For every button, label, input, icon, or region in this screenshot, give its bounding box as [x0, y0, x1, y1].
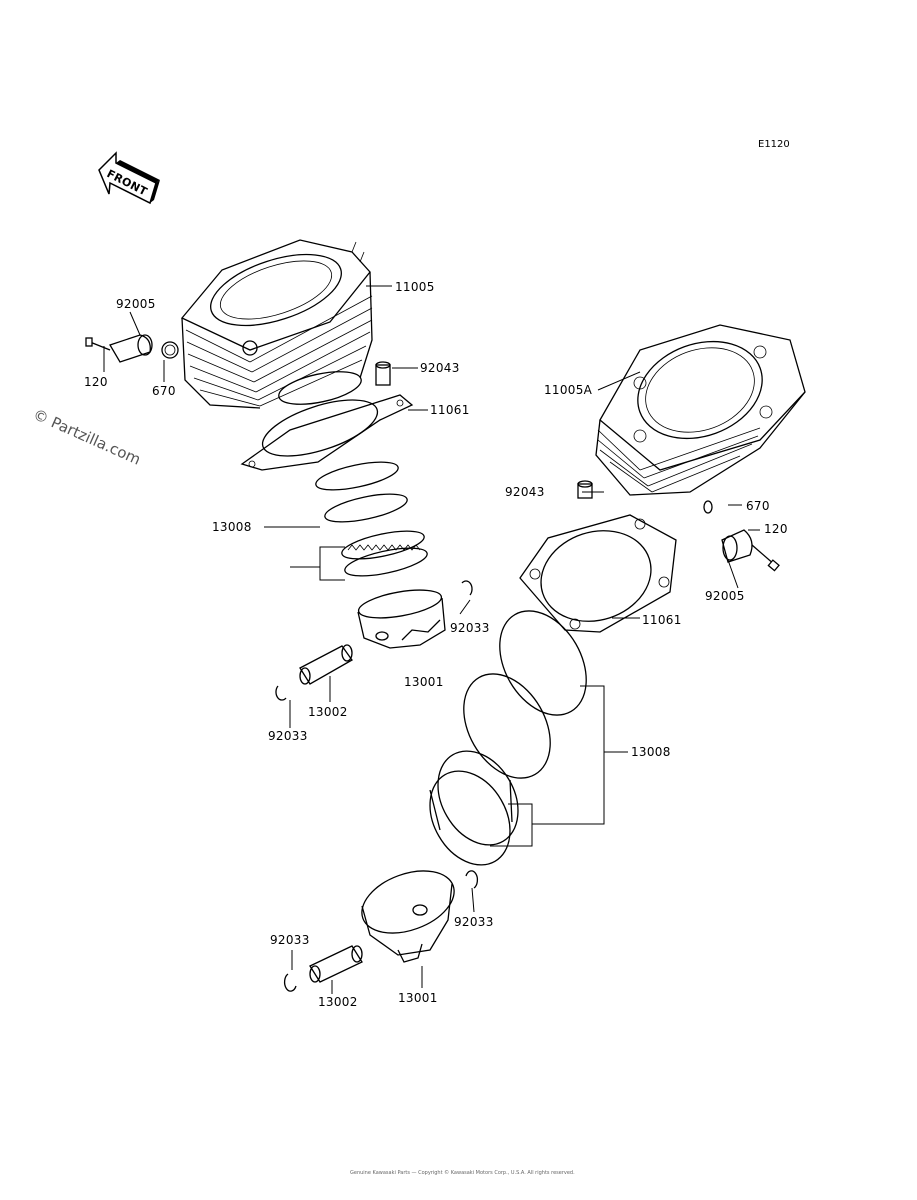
label-92005-left[interactable]: 92005	[116, 297, 156, 311]
front-cylinder-drawing	[180, 239, 373, 409]
label-670-right[interactable]: 670	[746, 499, 770, 513]
label-11005a[interactable]: 11005A	[544, 383, 593, 397]
label-92005-right[interactable]: 92005	[705, 589, 745, 603]
label-92033-a[interactable]: 92033	[450, 621, 490, 635]
label-13002-right[interactable]: 13002	[318, 995, 358, 1009]
label-92033-b[interactable]: 92033	[268, 729, 308, 743]
rear-cylinder-drawing	[595, 324, 806, 496]
leader-lines	[103, 285, 760, 994]
watermark: © Partzilla.com	[30, 405, 143, 469]
rear-fitting-drawing	[703, 500, 780, 572]
label-13008-left[interactable]: 13008	[212, 520, 252, 534]
label-92033-c[interactable]: 92033	[454, 915, 494, 929]
rear-dowel-drawing	[577, 480, 593, 499]
label-120-left[interactable]: 120	[84, 375, 108, 389]
label-11061-left[interactable]: 11061	[430, 403, 470, 417]
front-fitting-drawing	[85, 334, 179, 363]
label-670-left[interactable]: 670	[152, 384, 176, 398]
label-13002-left[interactable]: 13002	[308, 705, 348, 719]
label-11005[interactable]: 11005	[395, 280, 435, 294]
label-13001-right[interactable]: 13001	[398, 991, 438, 1005]
rear-piston-drawing	[361, 870, 455, 963]
label-92033-d[interactable]: 92033	[270, 933, 310, 947]
label-13008-right[interactable]: 13008	[631, 745, 671, 759]
label-13001-left[interactable]: 13001	[404, 675, 444, 689]
front-arrow-icon: FRONT	[98, 151, 160, 205]
circlip-drawings	[275, 580, 479, 992]
front-piston-rings-drawing	[315, 461, 428, 577]
label-11061-right[interactable]: 11061	[642, 613, 682, 627]
label-92043-left[interactable]: 92043	[420, 361, 460, 375]
rear-piston-pin-drawing	[309, 945, 363, 983]
part-labels: 11005 11005A 92005 92005 120 120 670 670…	[84, 280, 788, 1009]
label-120-right[interactable]: 120	[764, 522, 788, 536]
rear-piston-rings-drawing	[429, 610, 587, 866]
footer-copyright: Genuine Kawasaki Parts — Copyright © Kaw…	[350, 1169, 575, 1176]
front-piston-drawing	[357, 589, 446, 649]
rear-gasket-drawing	[519, 514, 677, 633]
front-gasket-drawing	[240, 394, 414, 471]
front-dowel-drawing	[375, 361, 391, 386]
front-piston-pin-drawing	[299, 644, 353, 685]
diagram-code: E1120	[758, 139, 790, 150]
label-92043-right[interactable]: 92043	[505, 485, 545, 499]
